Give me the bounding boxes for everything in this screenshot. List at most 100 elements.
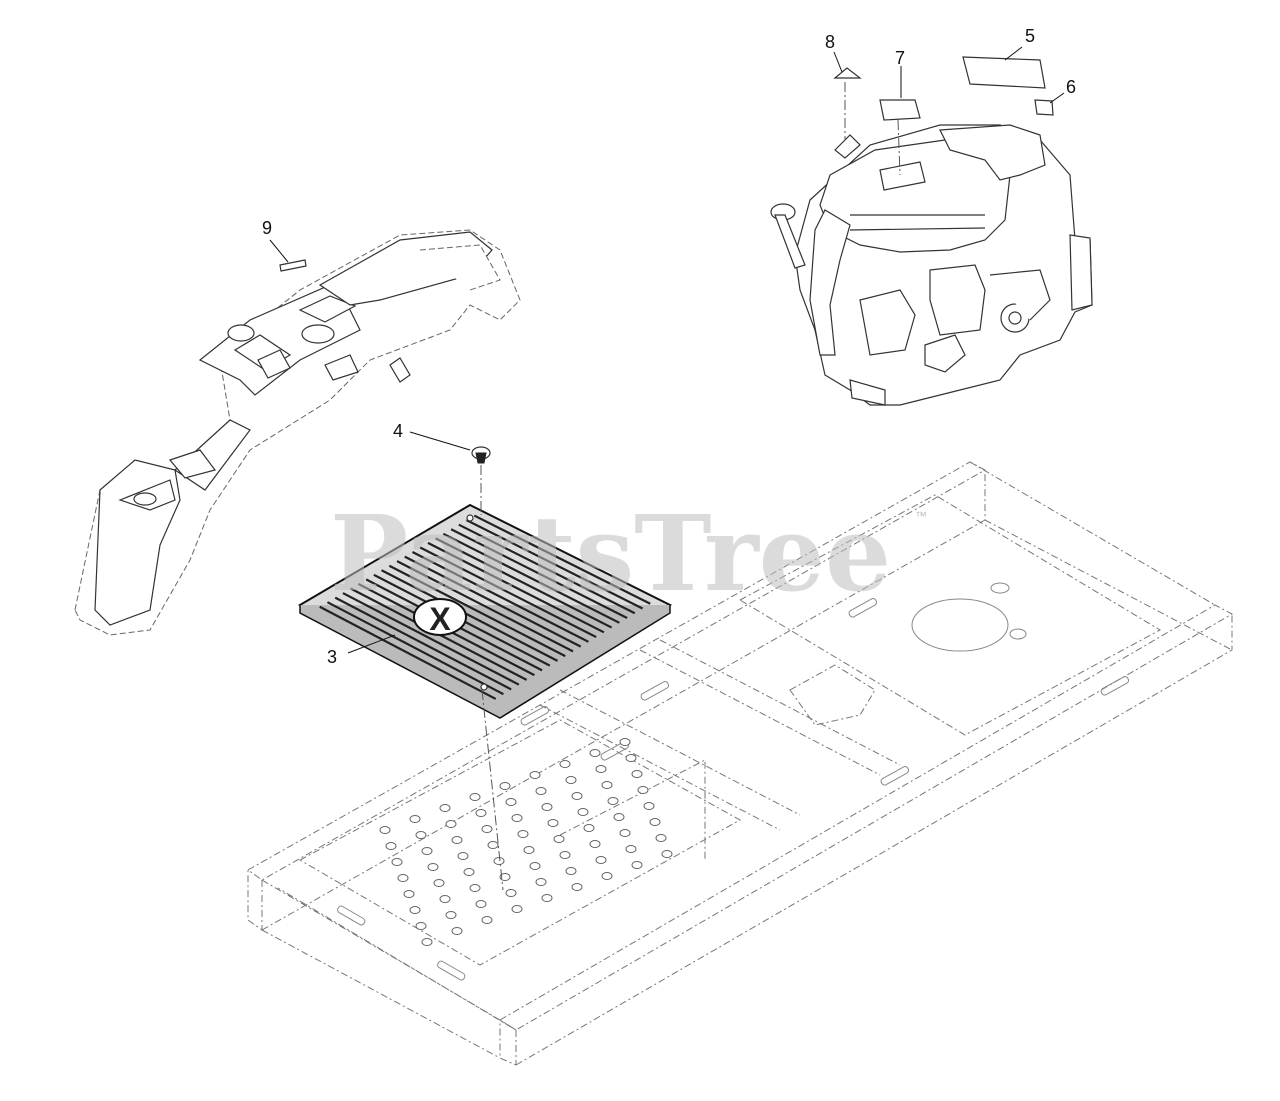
perforation-hole: [469, 793, 481, 801]
perforation-hole: [535, 878, 547, 886]
perforation-hole: [415, 831, 427, 839]
perforation-hole: [439, 895, 451, 903]
perforation-hole: [493, 857, 505, 865]
callout-leader-6: [1049, 92, 1065, 104]
perforation-hole: [457, 852, 469, 860]
perforation-hole: [637, 786, 649, 794]
mat-rib: [342, 592, 520, 686]
perforation-hole: [397, 874, 409, 882]
perforation-hole: [649, 818, 661, 826]
mower-frame-drawing: [247, 461, 1234, 1066]
perforation-hole: [481, 825, 493, 833]
perforation-hole: [511, 814, 523, 822]
mat-rib: [334, 596, 512, 691]
perforation-hole: [379, 826, 391, 834]
perforation-hole: [619, 829, 631, 837]
mat-rib: [435, 537, 613, 629]
perforation-hole: [661, 850, 673, 858]
perforation-hole: [511, 905, 523, 913]
callout-3: 3: [327, 647, 337, 667]
perforation-hole: [643, 802, 655, 810]
callout-8: 8: [825, 32, 835, 52]
perforation-hole: [463, 868, 475, 876]
perforation-hole: [391, 858, 403, 866]
mat-rib: [388, 564, 566, 658]
engine-decal-5: [962, 56, 1046, 89]
assembly-axis-line: [897, 119, 901, 176]
perforation-hole: [553, 835, 565, 843]
mat-rib: [458, 523, 636, 615]
mat-rib: [450, 528, 628, 620]
push-rivet-drawing: [471, 446, 491, 464]
floor-mat-logo: X: [429, 601, 451, 637]
perforation-hole: [595, 765, 607, 773]
assembly-axis-line: [481, 689, 504, 891]
brand-decal-7: [879, 99, 921, 121]
callout-leader-9: [269, 239, 289, 263]
perforation-hole: [625, 754, 637, 762]
mat-rib: [381, 569, 559, 662]
perforation-hole: [565, 867, 577, 875]
console-decal-9: [279, 259, 307, 272]
perforation-hole: [631, 861, 643, 869]
perforation-hole: [475, 809, 487, 817]
perforation-hole: [613, 813, 625, 821]
perforation-hole: [589, 840, 601, 848]
mat-rib: [419, 546, 597, 639]
mat-rib: [404, 555, 582, 648]
perforation-hole: [607, 797, 619, 805]
perforation-hole: [469, 884, 481, 892]
perforation-hole: [565, 776, 577, 784]
callout-leader-8: [833, 51, 843, 73]
perforation-hole: [547, 819, 559, 827]
perforation-hole: [499, 782, 511, 790]
perforation-hole: [541, 803, 553, 811]
perforation-hole: [559, 851, 571, 859]
perforation-hole: [421, 938, 433, 946]
watermark: PartsTree: [330, 492, 891, 615]
mat-rib: [473, 514, 651, 605]
perforation-hole: [571, 792, 583, 800]
mat-rib: [411, 551, 589, 643]
engine-drawing: [770, 124, 1093, 406]
perforation-hole: [439, 804, 451, 812]
warning-decal-8: [833, 67, 862, 79]
perforation-hole: [529, 862, 541, 870]
perforation-hole: [415, 922, 427, 930]
console-shroud-drawing: [74, 229, 521, 636]
perforation-hole: [529, 771, 541, 779]
perforation-hole: [427, 863, 439, 871]
mat-rib: [442, 532, 620, 624]
callout-4: 4: [393, 421, 403, 441]
floor-perforation-holes: [379, 738, 673, 946]
perforation-hole: [409, 815, 421, 823]
perforation-hole: [535, 787, 547, 795]
watermark-trademark: ™: [915, 509, 927, 523]
perforation-hole: [433, 879, 445, 887]
perforation-hole: [583, 824, 595, 832]
callout-leader-4: [409, 431, 471, 451]
callout-6: 6: [1066, 77, 1076, 97]
perforation-hole: [631, 770, 643, 778]
callout-9: 9: [262, 218, 272, 238]
perforation-hole: [505, 798, 517, 806]
perforation-hole: [445, 911, 457, 919]
perforation-hole: [451, 927, 463, 935]
perforation-hole: [625, 845, 637, 853]
perforation-hole: [619, 738, 631, 746]
perforation-hole: [601, 781, 613, 789]
perforation-hole: [385, 842, 397, 850]
perforation-hole: [595, 856, 607, 864]
perforation-hole: [451, 836, 463, 844]
callout-leader-5: [1004, 46, 1023, 61]
mat-rib: [319, 605, 497, 700]
perforation-hole: [499, 873, 511, 881]
perforation-hole: [571, 883, 583, 891]
perforation-hole: [421, 847, 433, 855]
perforation-hole: [655, 834, 667, 842]
perforation-hole: [409, 906, 421, 914]
perforation-hole: [445, 820, 457, 828]
perforation-hole: [601, 872, 613, 880]
perforation-hole: [475, 900, 487, 908]
